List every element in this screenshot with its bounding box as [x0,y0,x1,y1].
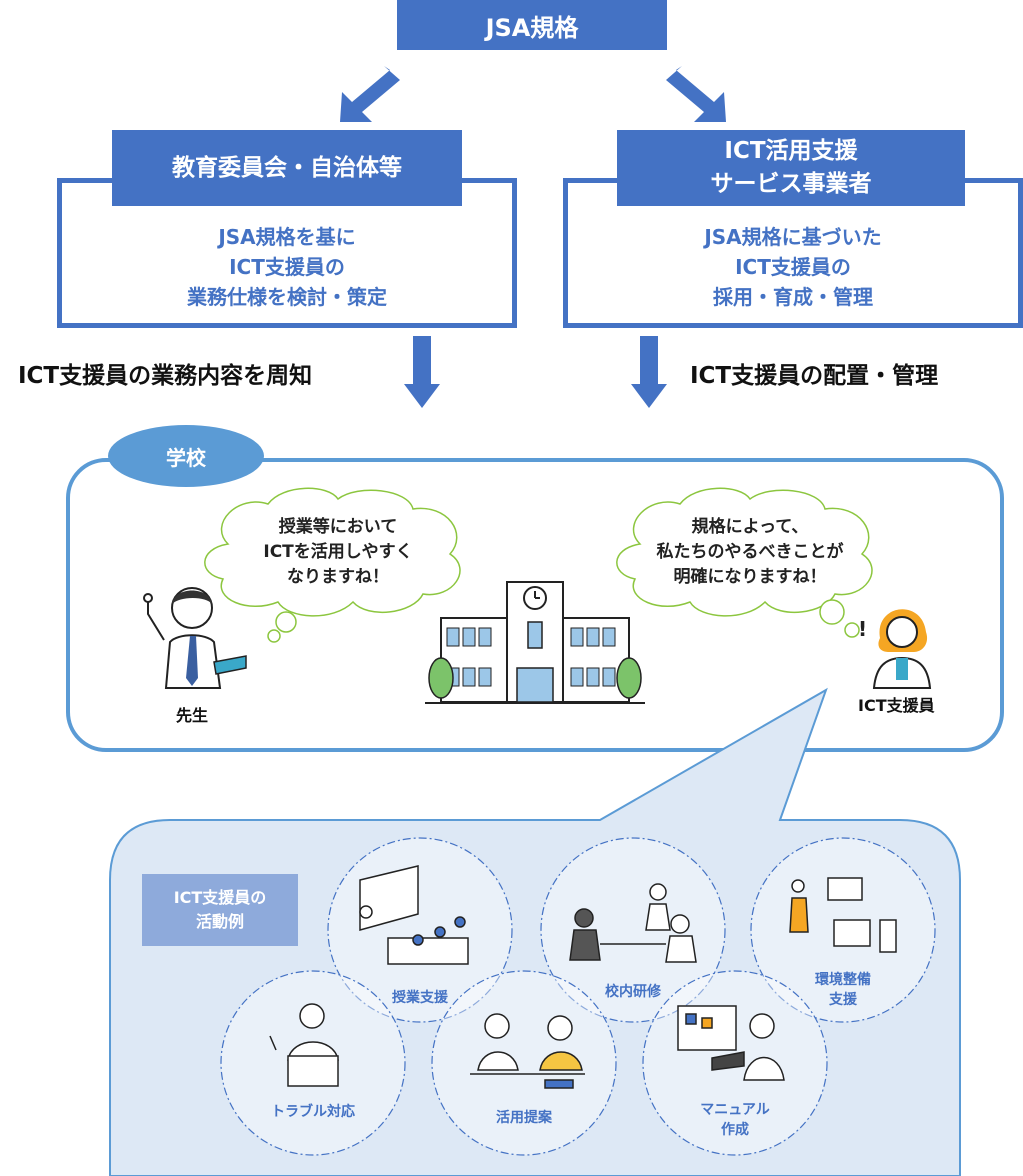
teacher-illustration-icon [143,587,247,689]
arrow-down-icon [631,336,667,408]
arrow-down-icon [404,336,440,408]
left-flow-label: ICT支援員の業務内容を周知 [18,363,313,389]
thought-cloud-teacher-icon [204,487,461,643]
right-block-header-line1: ICT活用支援 [724,138,858,164]
jsa-standard-box: JSA規格 [397,0,667,50]
teacher-label: 先生 [176,706,209,725]
right-flow-label: ICT支援員の配置・管理 [690,363,939,389]
activity-circle-training [540,837,726,1023]
thought-cloud-staff-icon [616,487,873,638]
computer-icon [789,877,897,953]
ict-staff-illustration-icon: ! [858,609,932,689]
activity-label: マニュアル 作成 [700,1102,770,1138]
activity-label: 授業支援 [392,990,448,1006]
activity-label: 活用提案 [496,1110,552,1126]
activity-label: 校内研修 [605,984,661,1000]
activity-label: トラブル対応 [271,1104,355,1120]
activities-label: ICT支援員の 活動例 [142,874,298,946]
classroom-icon [359,865,469,965]
right-block-description: JSA規格に基づいた ICT支援員の 採用・育成・管理 [704,225,882,309]
arrows-top [340,66,726,122]
school-building-icon [425,581,645,704]
staff-label: ICT支援員 [858,696,935,715]
arrow-down-right-icon [666,66,726,122]
right-block-header-line2: サービス事業者 [710,171,872,197]
activity-circle-proposal [431,970,617,1156]
left-block-description: JSA規格を基に ICT支援員の 業務仕様を検討・策定 [187,225,387,309]
teacher-thought: 授業等において ICTを活用しやすく なりますね！ [263,517,413,587]
meeting-icon [569,883,697,963]
school-tag: 学校 [108,425,264,487]
activity-label: 環境整備 支援 [815,972,871,1008]
tablet-manual-icon [677,1005,785,1081]
arrow-down-left-icon [340,66,400,122]
svg-text:!: ! [858,617,867,641]
left-block-header: 教育委員会・自治体等 [112,130,462,206]
right-block-header: ICT活用支援 サービス事業者 [617,130,965,206]
arrows-down [404,336,667,408]
proposal-icon [470,1013,585,1089]
laptop-support-icon [269,1003,339,1087]
staff-thought: 規格によって、 私たちのやるべきことが 明確になりますね！ [656,517,844,587]
